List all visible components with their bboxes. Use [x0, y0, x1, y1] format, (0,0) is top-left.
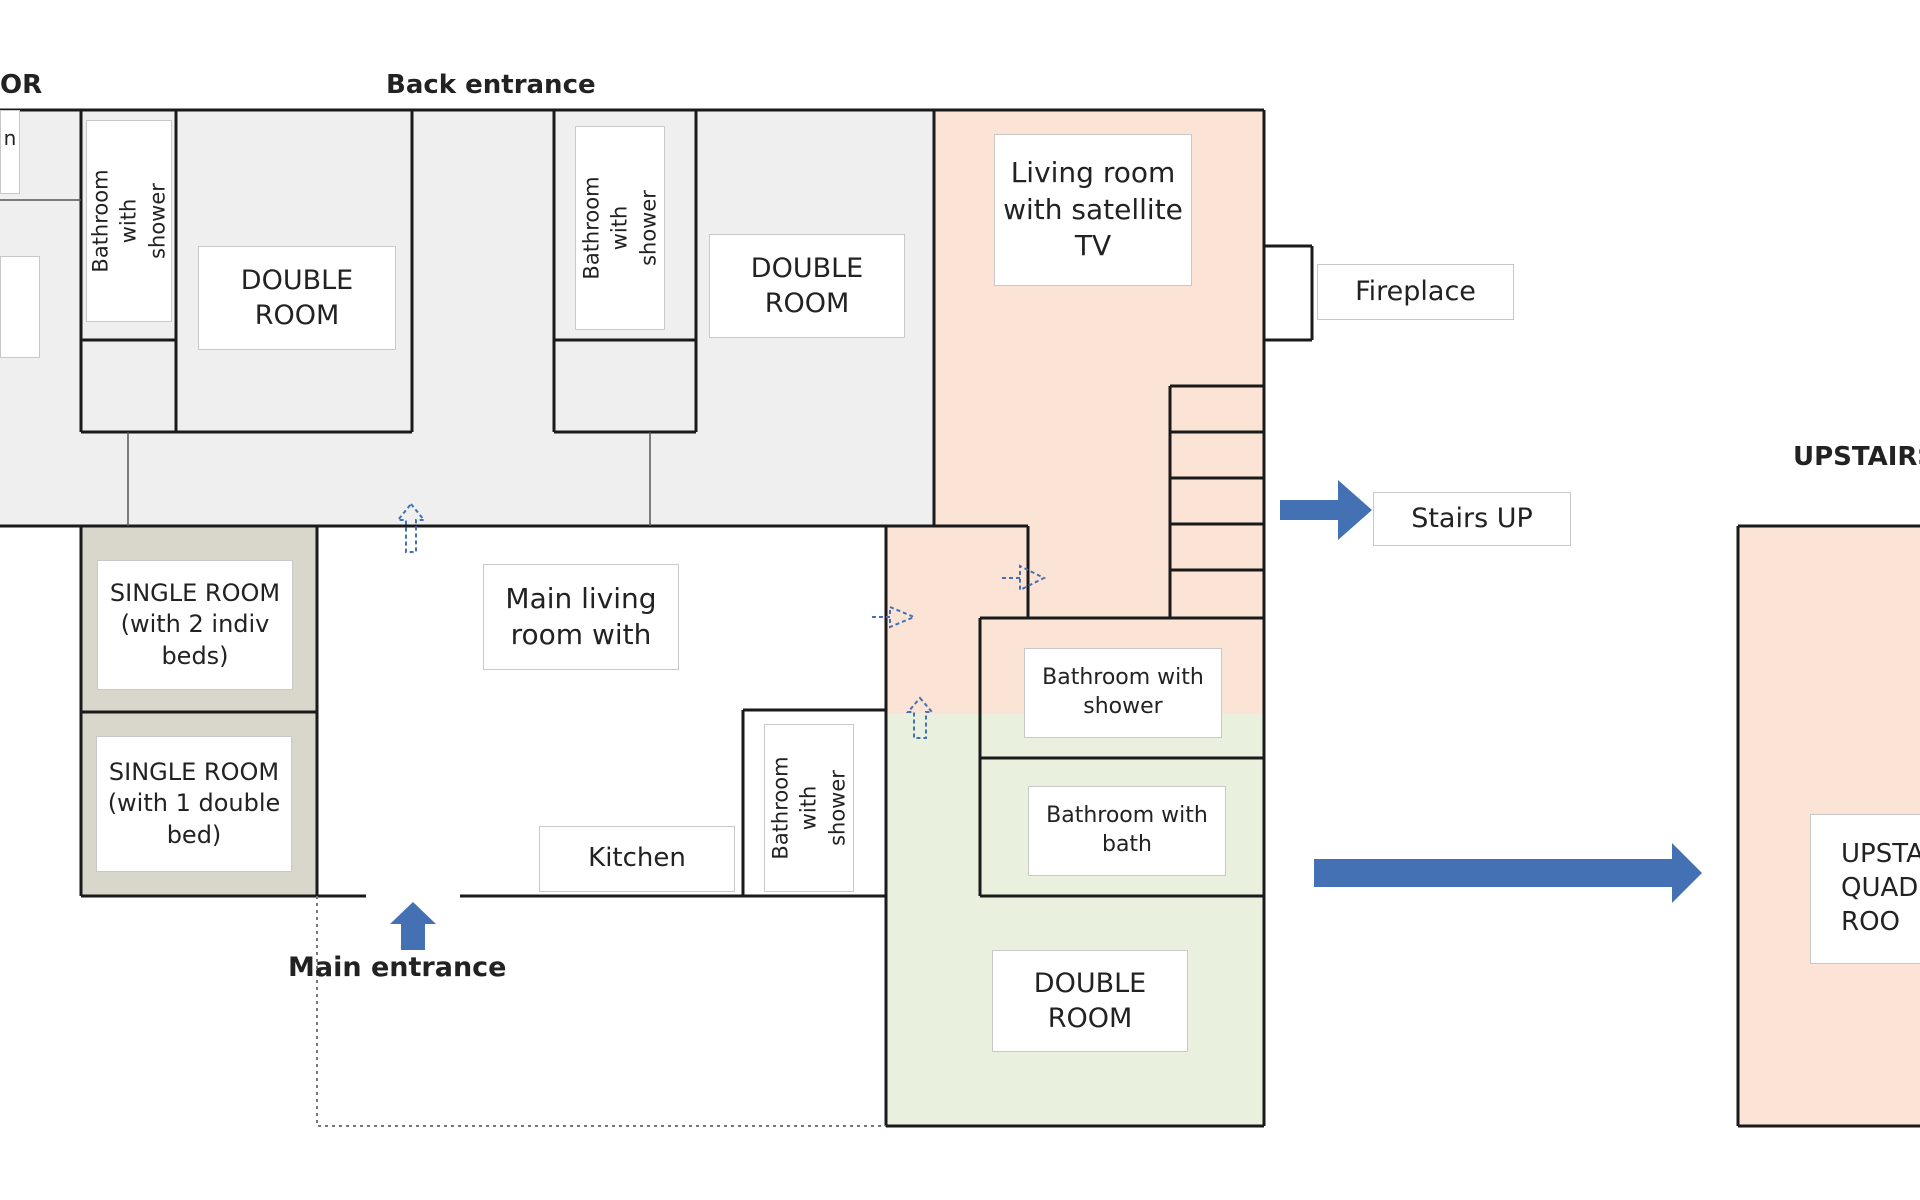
dashed-arrow-up-icon [395, 502, 427, 553]
main-living-room-label: Main living room with [483, 564, 679, 670]
zone-green [886, 714, 1264, 1126]
arrow-right-icon [1314, 843, 1702, 903]
upstairs-heading: UPSTAIRS [1793, 442, 1920, 472]
floor-heading-fragment: OR [0, 70, 43, 100]
door-arrows [395, 502, 1047, 739]
fireplace-label: Fireplace [1317, 264, 1514, 320]
walls [0, 108, 1920, 1128]
arrow-up-icon [390, 902, 436, 950]
back-entrance-label: Back entrance [386, 70, 596, 100]
double-room-label-1: DOUBLE ROOM [198, 246, 396, 350]
arrow-right-icon [1280, 480, 1372, 540]
bathroom-shower-label-1: Bathroom with shower [86, 120, 172, 322]
dotted-boundary [316, 896, 886, 1127]
dashed-arrow-right-icon [872, 605, 917, 629]
bathroom-shower-label-4: Bathroom with shower [764, 724, 854, 892]
kitchen-label: Kitchen [539, 826, 735, 892]
left-edge-box [0, 256, 40, 358]
bathroom-bath-label: Bathroom with bath [1028, 786, 1226, 876]
zone-peach-hall [886, 526, 984, 714]
double-room-label-3: DOUBLE ROOM [992, 950, 1188, 1052]
left-edge-fragment-label: n [0, 110, 20, 194]
bathroom-shower-label-2: Bathroom with shower [575, 126, 665, 330]
dashed-arrow-down-icon [905, 696, 935, 739]
dashed-arrow-right-icon [1002, 564, 1047, 592]
living-room-label: Living room with satellite TV [994, 134, 1192, 286]
single-room-label-1: SINGLE ROOM (with 2 indiv beds) [97, 560, 293, 690]
stairs-up-label: Stairs UP [1373, 492, 1571, 546]
double-room-label-2: DOUBLE ROOM [709, 234, 905, 338]
single-room-label-2: SINGLE ROOM (with 1 double bed) [96, 736, 292, 872]
main-entrance-label: Main entrance [288, 952, 507, 983]
thin-partitions [0, 199, 651, 526]
bathroom-shower-label-3: Bathroom with shower [1024, 648, 1222, 738]
